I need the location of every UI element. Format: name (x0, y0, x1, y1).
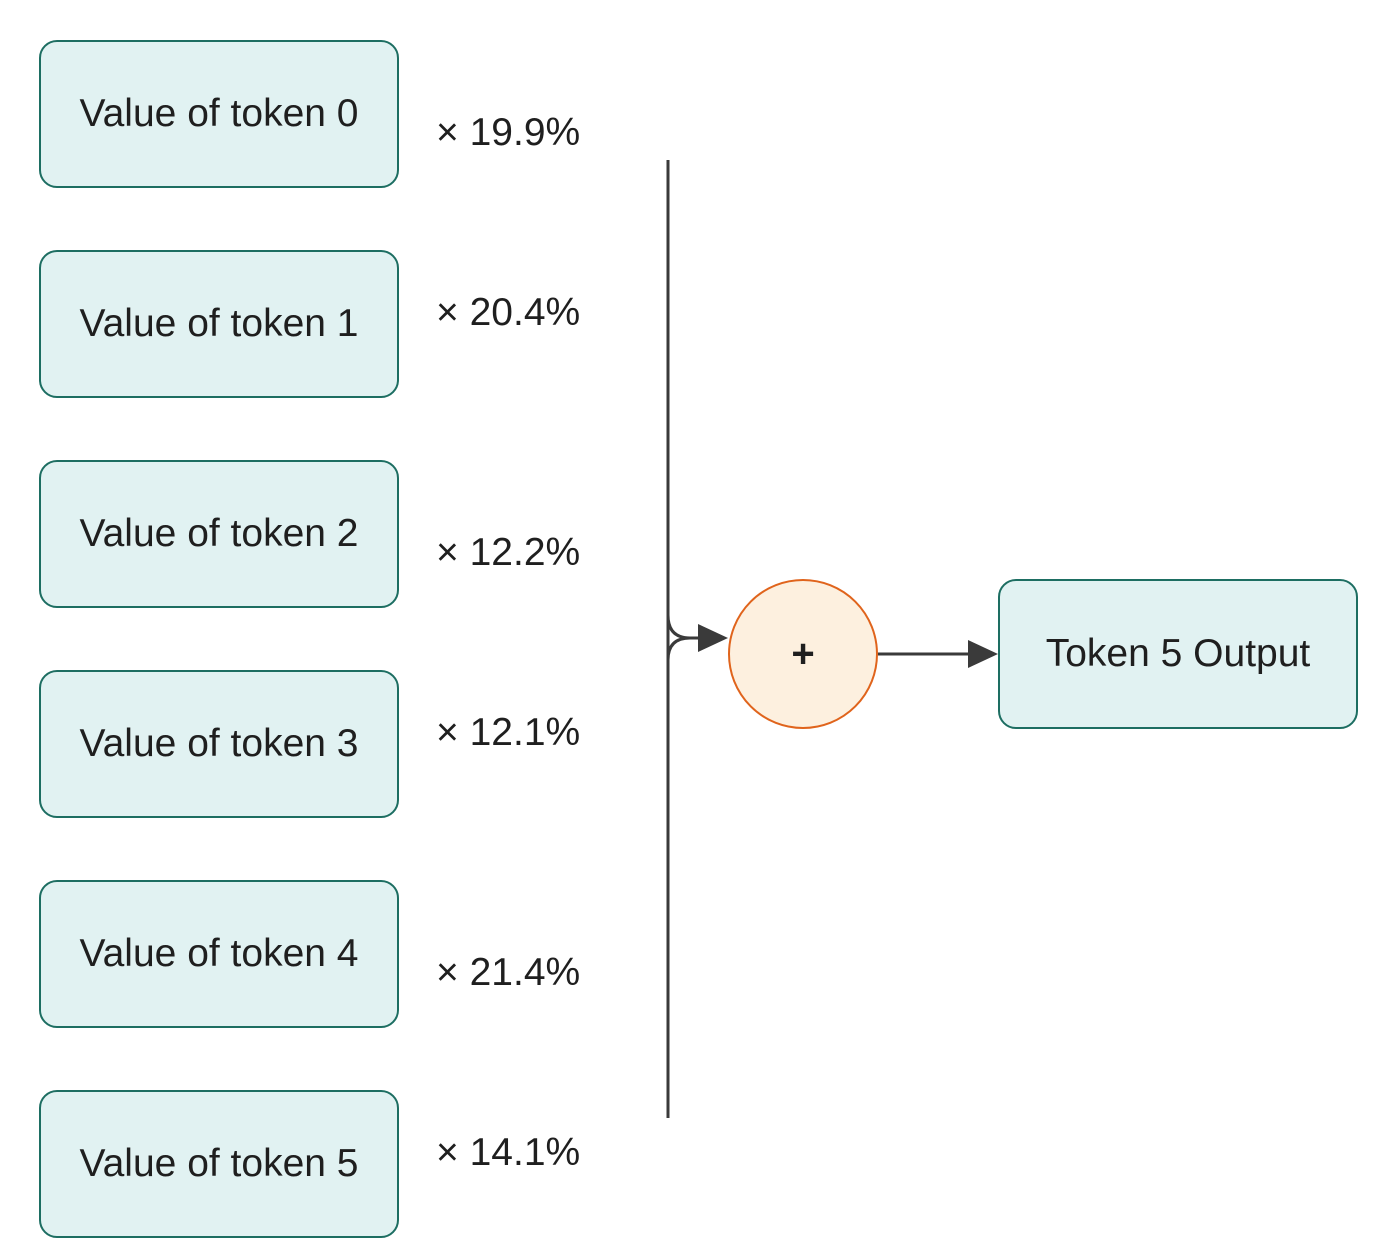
token-2-value-label: Value of token 2 (79, 512, 359, 555)
token-4-value-box: Value of token 4 (39, 880, 399, 1028)
token-5-output-box: Token 5 Output (998, 579, 1358, 729)
token-3-value-box: Value of token 3 (39, 670, 399, 818)
arrowhead-into-output (968, 640, 998, 668)
token-4-weight: × 21.4% (436, 951, 581, 994)
token-1-weight: × 20.4% (436, 291, 581, 334)
token-3-value-label: Value of token 3 (79, 722, 359, 765)
bracket-curve-lower (666, 636, 691, 661)
sum-node: + (728, 579, 878, 729)
token-1-value-label: Value of token 1 (79, 302, 359, 345)
token-0-value-box: Value of token 0 (39, 40, 399, 188)
token-2-weight: × 12.2% (436, 531, 581, 574)
token-1-value-box: Value of token 1 (39, 250, 399, 398)
output-label: Token 5 Output (1045, 632, 1311, 675)
token-4-value-label: Value of token 4 (79, 932, 359, 975)
token-5-value-box: Value of token 5 (39, 1090, 399, 1238)
bracket-to-sum-arrow (666, 614, 700, 640)
token-2-value-box: Value of token 2 (39, 460, 399, 608)
token-5-weight: × 14.1% (436, 1131, 581, 1174)
plus-icon: + (791, 631, 815, 676)
token-0-value-label: Value of token 0 (79, 92, 359, 135)
token-5-value-label: Value of token 5 (79, 1142, 359, 1185)
arrowhead-into-sum (698, 624, 728, 652)
token-0-weight: × 19.9% (436, 111, 581, 154)
token-3-weight: × 12.1% (436, 711, 581, 754)
